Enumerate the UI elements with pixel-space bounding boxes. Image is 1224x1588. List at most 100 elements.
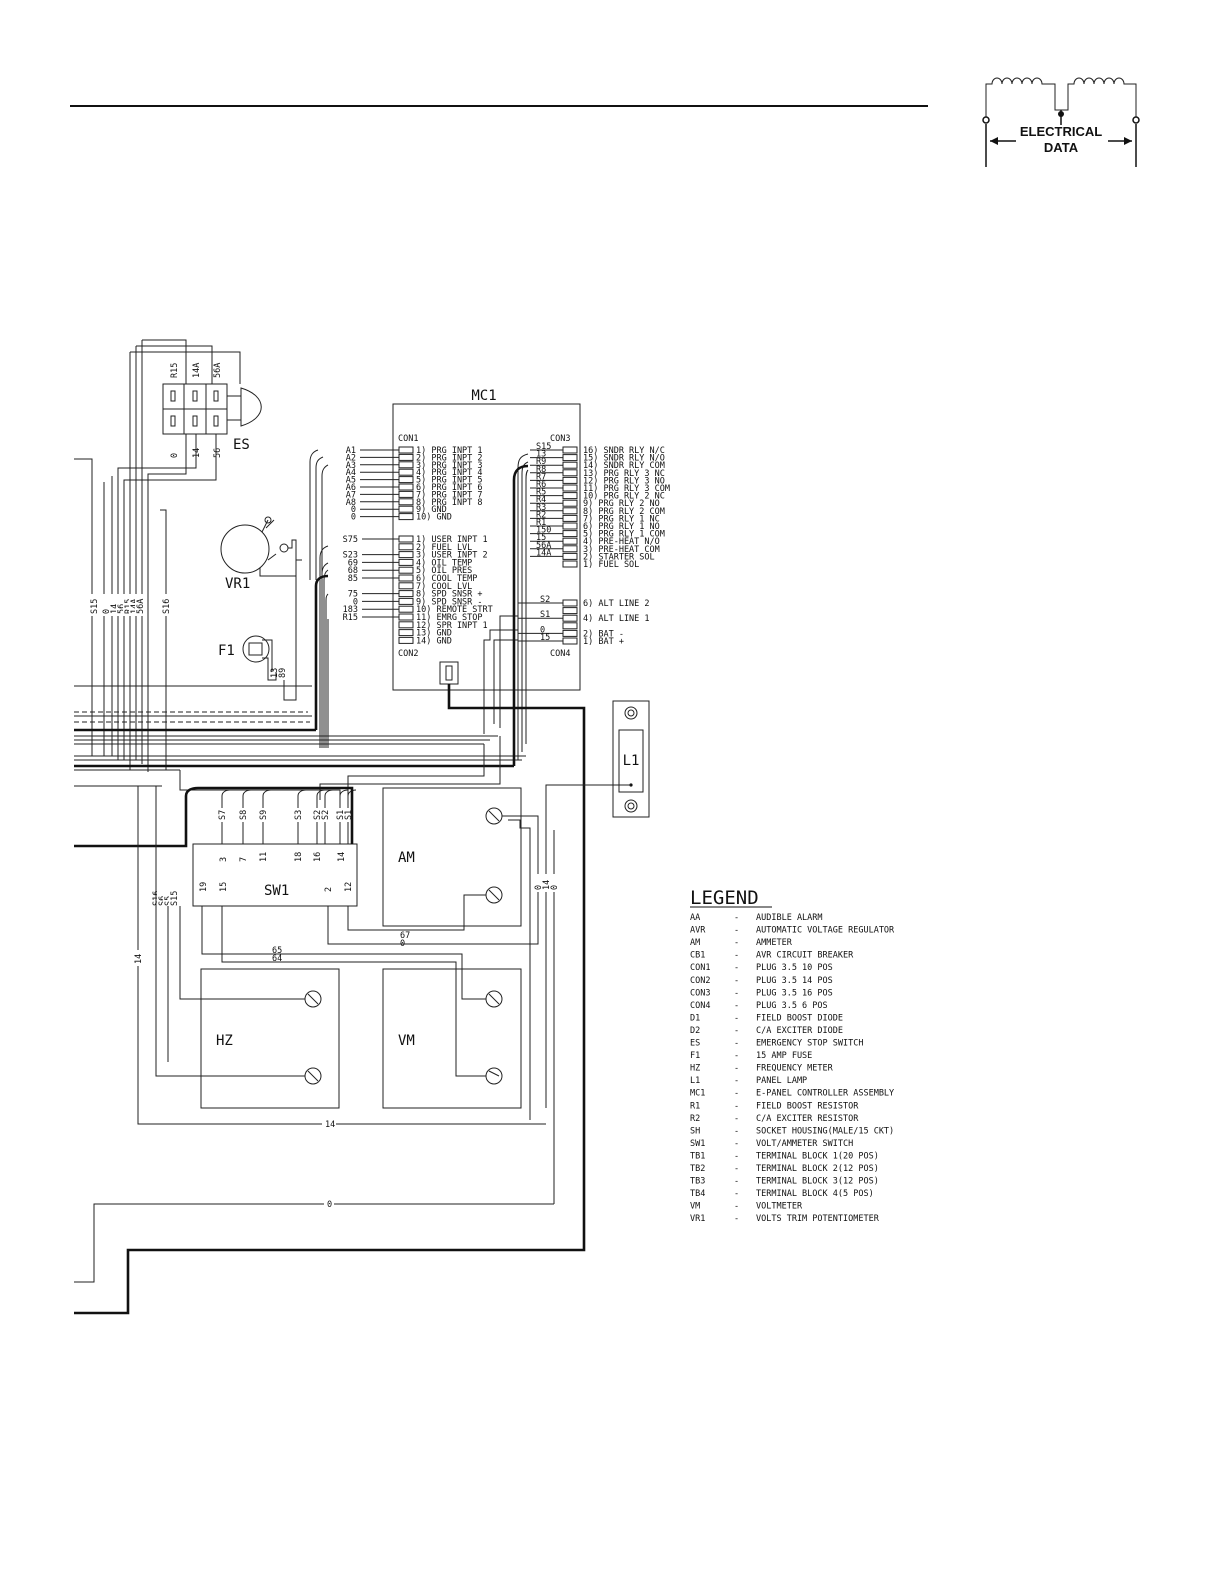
legend-desc: C/A EXCITER RESISTOR — [756, 1114, 859, 1124]
con3-wire-label: R8 — [536, 465, 546, 475]
con4-pin-socket — [562, 629, 578, 637]
sw1-top-wire-label: S9 — [259, 810, 269, 820]
con4-pin-label: 1) BAT + — [583, 637, 624, 647]
con2-pin-label: 9) SPD SNSR - — [416, 597, 483, 607]
l1-panel-lamp: L1 — [545, 700, 650, 1108]
con2-pin-label: 3) USER INPT 2 — [416, 551, 488, 561]
con3-pin-socket — [562, 476, 578, 484]
legend-dash: - — [734, 913, 739, 923]
con3-wire-label: R7 — [536, 472, 546, 482]
badge-line-1: ELECTRICAL — [1020, 124, 1102, 139]
con3-pin-label: 5) PRG RLY 1 COM — [583, 530, 665, 540]
legend-dash: - — [734, 1126, 739, 1136]
legend-desc: FIELD BOOST RESISTOR — [756, 1101, 859, 1111]
am-label: AM — [398, 850, 415, 866]
sw1-terminals: S7S8S9S3S2S2S1S137111816141915212S16S6S5… — [151, 789, 357, 908]
legend-code: HZ — [690, 1064, 700, 1074]
es-top-wire-label: 14A — [192, 363, 202, 378]
legend-dash: - — [734, 1151, 739, 1161]
legend-desc: PLUG 3.5 14 POS — [756, 976, 833, 986]
wire-label-65: 65 — [272, 946, 282, 956]
legend-dash: - — [734, 1101, 739, 1111]
con2-pin-socket — [398, 590, 414, 598]
left-vertical-label-bg — [169, 884, 178, 908]
hz-terminal-top — [304, 990, 322, 1008]
con2-pin-socket — [398, 551, 414, 559]
hz-terminal-bottom — [304, 1067, 322, 1085]
sw1-top-wire-label: S7 — [218, 810, 228, 820]
con2-wire-label: 68 — [348, 566, 358, 576]
emergency-stop-switch: ES — [162, 383, 262, 453]
bundle-label: 56A — [136, 599, 146, 614]
con3-pin-label: 7) PRG RLY 1 NC — [583, 514, 660, 524]
con2-wire-label: S23 — [343, 551, 358, 561]
con1-pin-socket — [398, 446, 414, 454]
badge-line-2: DATA — [1044, 140, 1079, 155]
con2-pin-label: 11) EMRG STOP — [416, 613, 483, 623]
con3-pin-label: 8) PRG RLY 2 COM — [583, 507, 665, 517]
con2-wire-label: 69 — [348, 558, 358, 568]
am-terminal-top — [485, 807, 503, 825]
am-right-wire-label: 0 — [534, 885, 544, 890]
sw1-wire-label-bg — [217, 808, 226, 822]
left-vertical-label: S15 — [170, 891, 180, 906]
legend-dash: - — [734, 1026, 739, 1036]
legend-code: AA — [690, 913, 700, 923]
sw1-top-pin: 16 — [313, 852, 323, 862]
sw1-top-pin: 14 — [337, 852, 347, 862]
am-right-wire-label: 0 — [550, 885, 560, 890]
con1-pin-socket — [398, 461, 414, 469]
con1-pin-label: 4) PRG INPT 4 — [416, 468, 483, 478]
con3-wire-label: R5 — [536, 488, 546, 498]
legend-code: VR1 — [690, 1214, 705, 1224]
con2-wire-label: R15 — [343, 613, 358, 623]
bundle-labels: S1501456R1514A56AS16 — [89, 594, 172, 616]
hz-label: HZ — [216, 1033, 233, 1049]
con4-wire-label: S2 — [540, 595, 550, 605]
con1-pin-label: 2) PRG INPT 2 — [416, 453, 483, 463]
legend-desc: PLUG 3.5 16 POS — [756, 988, 833, 998]
con1-wire-label: A5 — [346, 476, 356, 486]
es-bottom-wire-label: 56 — [213, 448, 223, 458]
con1-pin-socket — [398, 505, 414, 513]
con3-label: CON3 — [550, 434, 570, 444]
mc1-label: MC1 — [471, 388, 496, 404]
f1-wire-13: 13 — [270, 668, 280, 678]
con1-pin-label: 10) GND — [416, 513, 452, 523]
legend-code: SW1 — [690, 1139, 705, 1149]
con3-wire-label: 56A — [536, 541, 551, 551]
legend-code: TB3 — [690, 1177, 705, 1187]
con1-label: CON1 — [398, 434, 418, 444]
bundle-label: 14 — [110, 604, 120, 614]
vm-terminal-top — [485, 990, 503, 1008]
sw1-wire-label-bg — [238, 808, 247, 822]
con3-pin-socket — [562, 507, 578, 515]
con3-pin-label: 3) PRE-HEAT COM — [583, 545, 660, 555]
es-bottom-wire-label: 14 — [192, 448, 202, 458]
legend-code: VM — [690, 1202, 700, 1212]
wire-label-67: 67 — [400, 931, 410, 941]
sw1-wire-label-bg — [343, 808, 352, 822]
f1-wire-89: 89 — [278, 668, 288, 678]
con2-harness — [319, 545, 329, 748]
sw1-bottom-pin: 19 — [199, 882, 209, 892]
con2-pin-socket — [398, 582, 414, 590]
legend-code: R1 — [690, 1101, 700, 1111]
con1-pin-label: 5) PRG INPT 5 — [416, 476, 483, 486]
con1-wire-label: 0 — [351, 513, 356, 523]
wire-label-14: 14 — [134, 954, 144, 964]
con1-pin-label: 6) PRG INPT 6 — [416, 483, 483, 493]
con2-pin-socket — [398, 629, 414, 637]
con3-wire-label: 150 — [536, 526, 551, 536]
sw1-volt-ammeter-switch: SW1 — [192, 843, 358, 907]
legend-dash: - — [734, 1064, 739, 1074]
con4-pin-socket — [562, 599, 578, 607]
legend-dash: - — [734, 1214, 739, 1224]
con1-wire-label: A3 — [346, 461, 356, 471]
con3-pin-socket — [562, 492, 578, 500]
